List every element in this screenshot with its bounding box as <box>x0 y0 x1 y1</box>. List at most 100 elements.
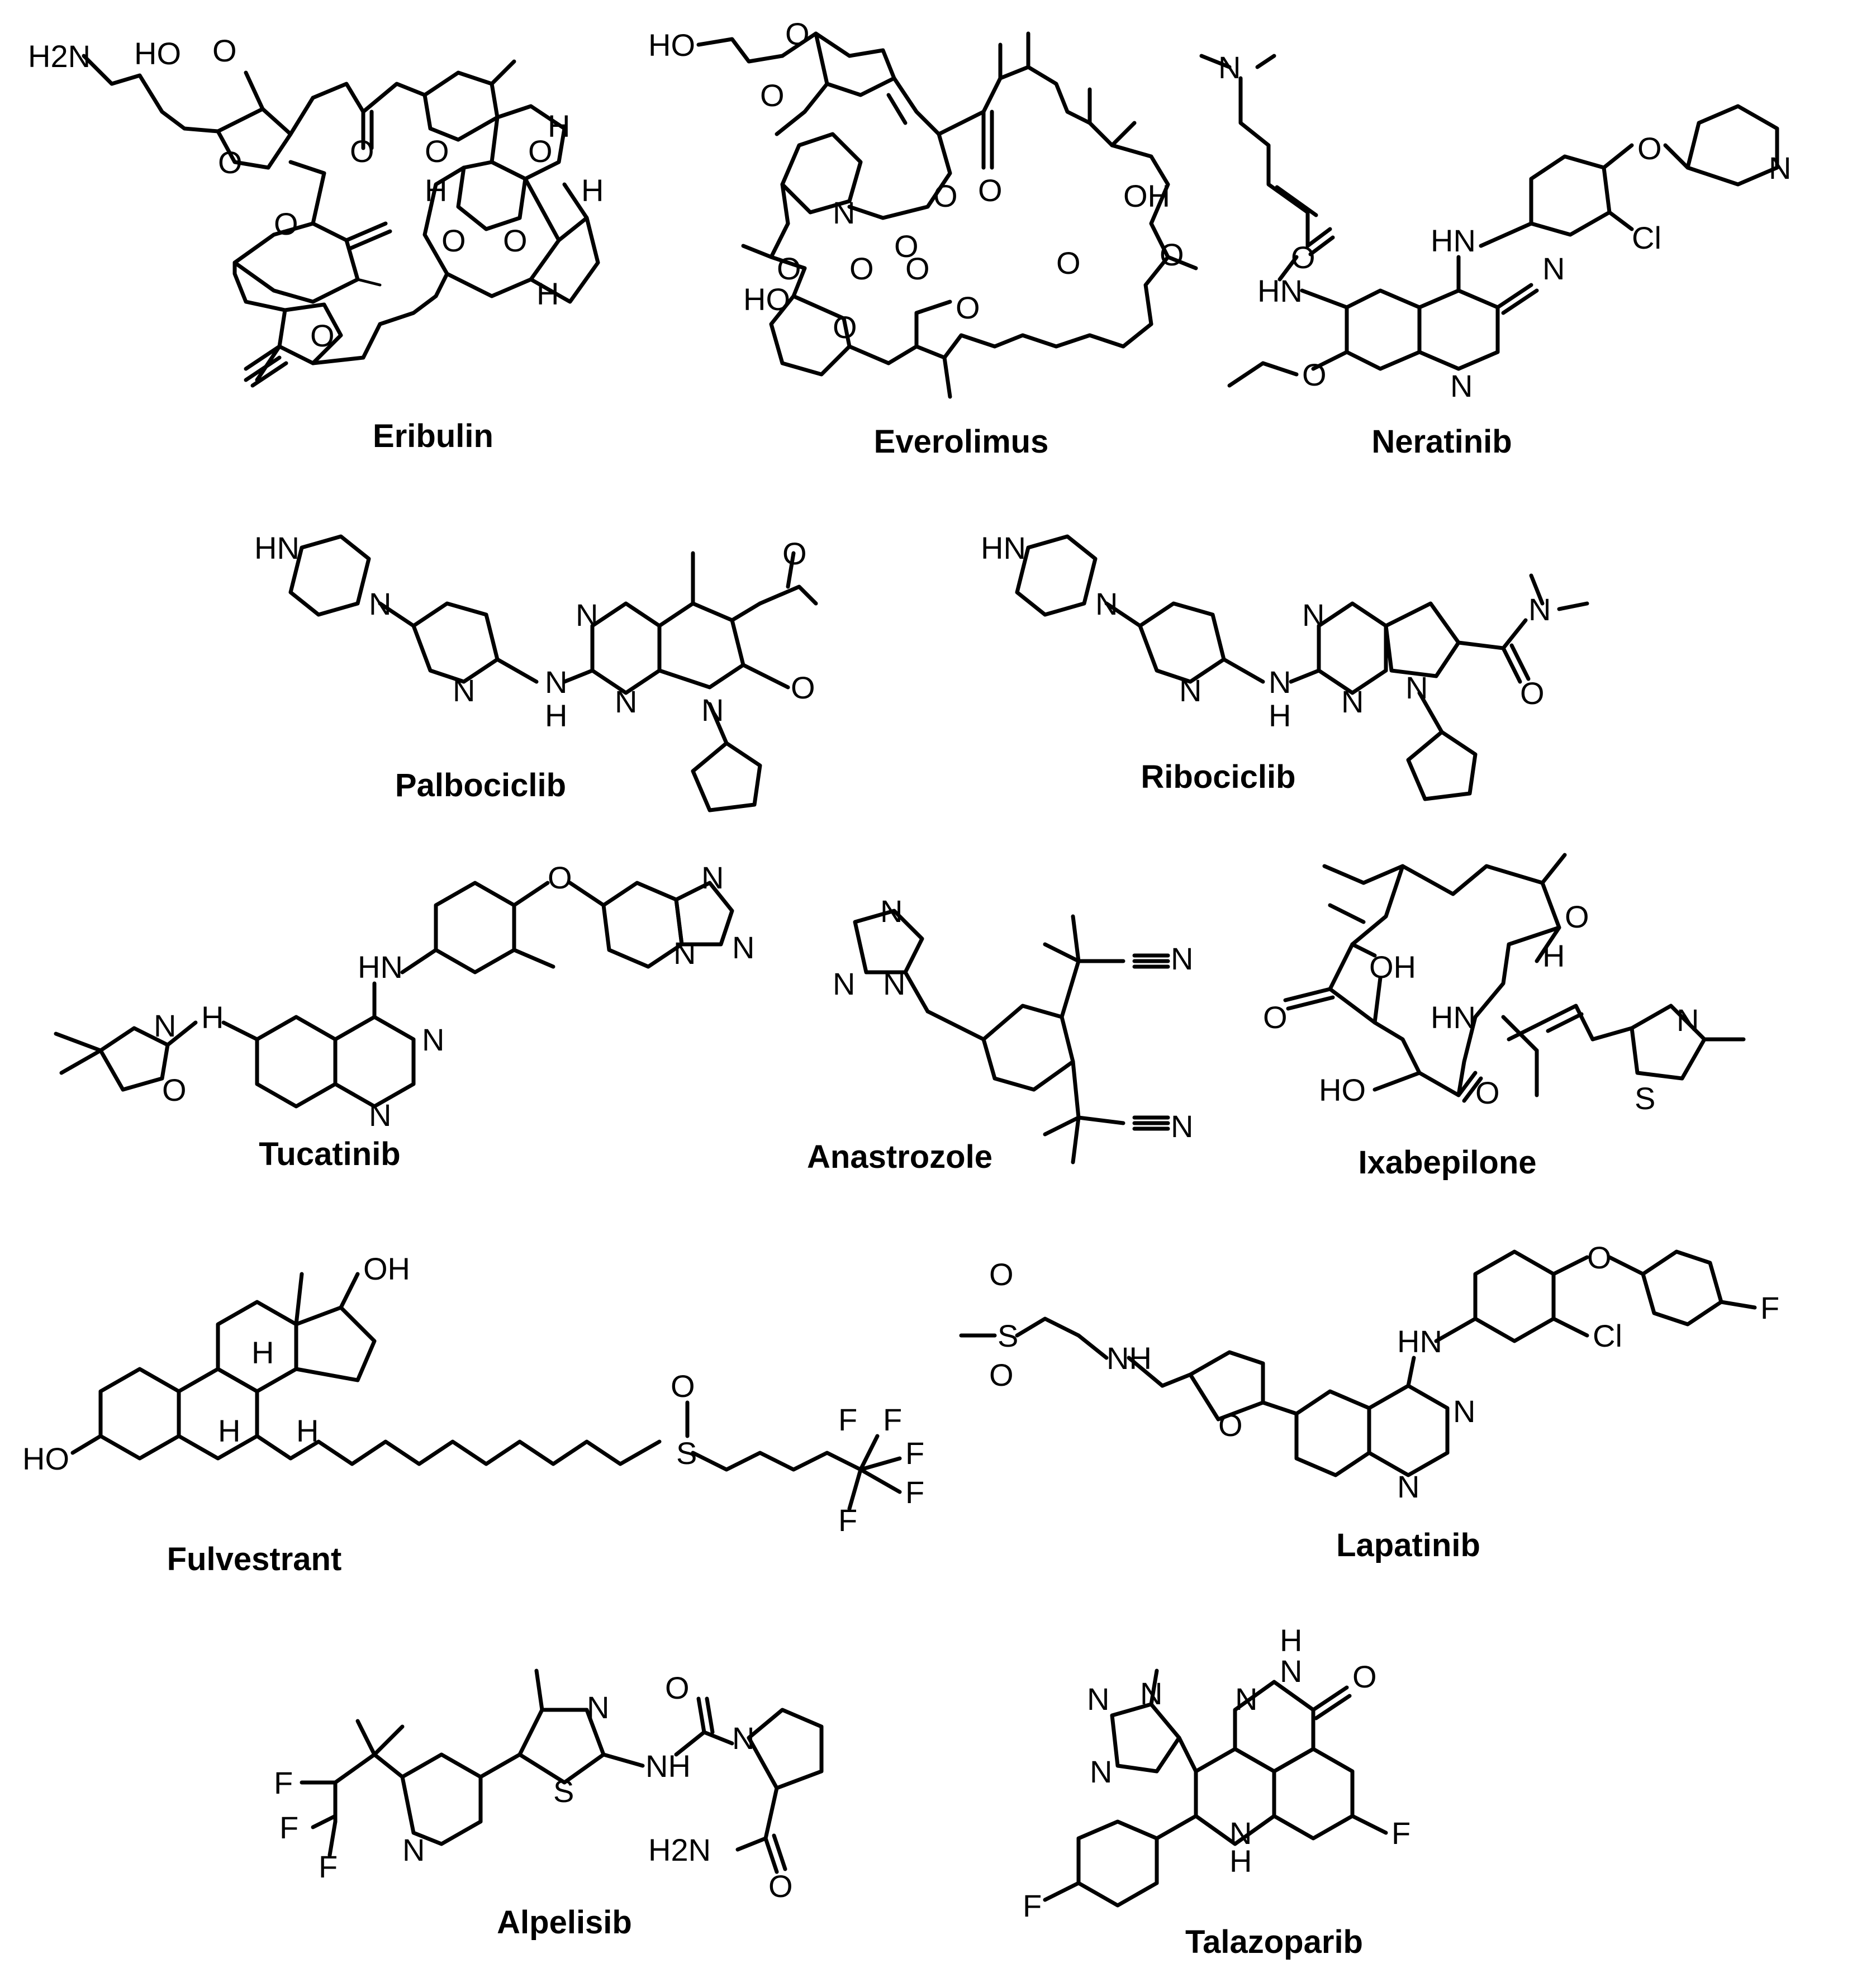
atom-label: HO <box>648 27 695 63</box>
atom-label: H <box>296 1413 319 1448</box>
neratinib-aniline-ring <box>1529 154 1612 237</box>
atom-label: O <box>162 1072 187 1107</box>
structure-neratinib <box>1199 54 1779 388</box>
atom-label: HN <box>981 530 1026 565</box>
atom-label: HO <box>1319 1072 1366 1107</box>
atom-label: O <box>978 173 1003 208</box>
alpelisib-pyrrolidine <box>747 1708 824 1790</box>
atom-label: N <box>422 1022 444 1057</box>
atom-label: N <box>1171 941 1193 976</box>
talazoparib-triazole <box>1110 1702 1181 1774</box>
palbociclib-piperazine <box>288 534 371 617</box>
atom-label: NH <box>645 1748 691 1784</box>
fulvestrant-ring-d <box>294 1305 377 1382</box>
atom-label: N <box>1397 1469 1419 1504</box>
atom-label: F <box>1023 1888 1042 1923</box>
atom-label: N <box>154 1008 176 1043</box>
atom-label: H <box>1542 938 1565 973</box>
atom-label: HN <box>1257 273 1303 308</box>
atom-label: F <box>319 1849 338 1884</box>
atom-label: HO <box>743 282 790 317</box>
atom-label: O <box>1056 245 1081 281</box>
atom-label: N <box>615 684 637 719</box>
atom-label: O <box>212 33 237 68</box>
compound-name-everolimus: Everolimus <box>874 424 1049 460</box>
atom-label: N <box>1405 670 1428 705</box>
atom-label: H <box>1229 1843 1252 1879</box>
atom-label: N <box>883 966 905 1001</box>
atom-label: N <box>576 597 598 633</box>
compound-name-neratinib: Neratinib <box>1371 424 1512 460</box>
structure-eribulin <box>82 54 600 388</box>
compound-name-alpelisib: Alpelisib <box>497 1904 632 1941</box>
eribulin-pyran-3 <box>456 160 528 231</box>
lapatinib-quinazoline-benzo <box>1294 1389 1371 1477</box>
atom-label: N <box>1769 150 1791 186</box>
atom-label: HN <box>358 949 403 985</box>
atom-label: H <box>425 173 447 208</box>
atom-label: H <box>251 1335 274 1370</box>
atom-label: HN <box>254 530 300 565</box>
structure-palbociclib <box>288 534 818 812</box>
eribulin-pyran-1 <box>422 70 500 142</box>
atom-label: O <box>989 1257 1014 1292</box>
atom-label: N <box>402 1832 425 1867</box>
anastrozole-benzene <box>981 1004 1075 1092</box>
atom-label: HO <box>134 36 181 71</box>
structure-lapatinib <box>959 1249 1757 1477</box>
atom-label: O <box>218 145 243 180</box>
atom-label: F <box>279 1810 298 1845</box>
atom-label: H <box>201 1000 224 1035</box>
anastrozole-triazole <box>853 909 924 975</box>
atom-label: O <box>791 670 815 705</box>
atom-label: O <box>1160 237 1184 272</box>
atom-label: HN <box>1397 1324 1442 1359</box>
atom-label: O <box>1291 240 1315 275</box>
atom-label: S <box>553 1774 574 1809</box>
atom-label: O <box>528 134 553 169</box>
atom-label: O <box>905 251 930 286</box>
atom-label: O <box>665 1670 690 1705</box>
ribociclib-piperazine <box>1015 534 1098 617</box>
atom-label: O <box>671 1368 695 1404</box>
lapatinib-aniline-ring <box>1473 1249 1556 1343</box>
atom-label: F <box>838 1503 857 1538</box>
structure-anastrozole <box>853 909 1170 1164</box>
compound-name-eribulin: Eribulin <box>373 418 493 454</box>
atom-label: O <box>1302 357 1327 392</box>
eribulin-thf-ring <box>216 107 293 170</box>
atom-label: O <box>503 223 528 258</box>
structure-tucatinib <box>54 881 734 1109</box>
atom-label: HN <box>1431 1000 1476 1035</box>
atom-label: N <box>673 935 696 971</box>
atom-label: N <box>1235 1681 1257 1717</box>
atom-label: F <box>905 1475 924 1510</box>
atom-label: H <box>536 276 559 311</box>
atom-label: N <box>701 692 724 728</box>
tucatinib-triazolopyridine-6 <box>601 881 684 969</box>
atom-label: O <box>1587 1240 1612 1275</box>
atom-label: N <box>1341 684 1364 719</box>
atom-label: N <box>1302 597 1324 633</box>
atom-label: O <box>1352 1659 1377 1694</box>
atom-label: O <box>956 290 980 325</box>
atom-label: N <box>1542 251 1565 286</box>
atom-label: H <box>1269 698 1291 733</box>
atom-label: N <box>1179 673 1201 708</box>
atom-label: Cl <box>1593 1318 1622 1353</box>
eribulin-pyran-4 <box>232 221 360 304</box>
atom-label: F <box>905 1435 924 1471</box>
atom-label: HN <box>1431 223 1476 258</box>
atom-label: N <box>833 966 855 1001</box>
atom-label: N <box>369 586 391 621</box>
neratinib-quinoline-pyridine <box>1417 288 1500 371</box>
structure-ixabepilone <box>1283 853 1746 1103</box>
atom-label: O <box>274 206 298 241</box>
atom-label: O <box>1637 131 1662 166</box>
atom-label: H <box>581 173 604 208</box>
atom-label: S <box>998 1318 1018 1353</box>
atom-label: N <box>732 1720 754 1756</box>
atom-label: F <box>1760 1290 1779 1325</box>
atom-label: S <box>676 1435 697 1471</box>
